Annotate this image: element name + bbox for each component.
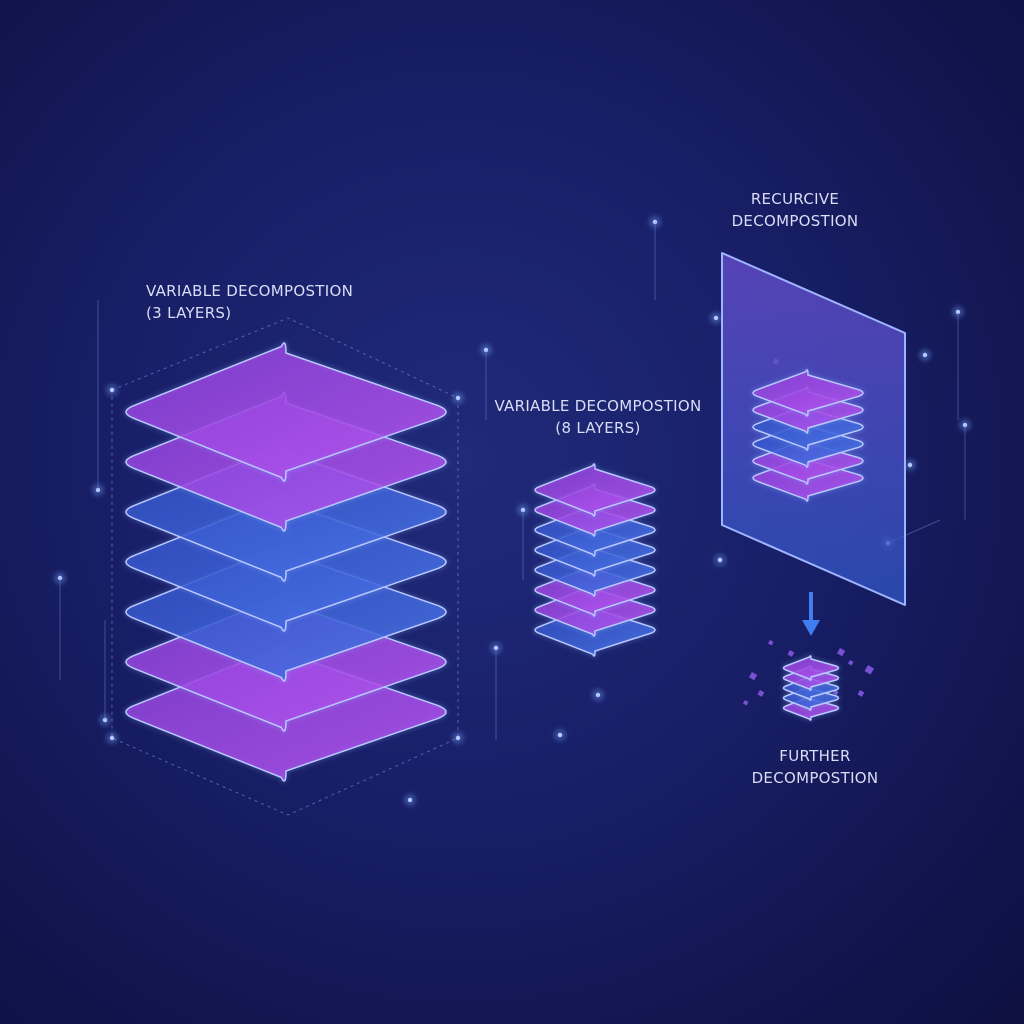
layer-sheet bbox=[782, 655, 840, 681]
layer-sheet bbox=[125, 342, 447, 482]
label-line: DECOMPOSTION bbox=[731, 212, 859, 230]
sparkle-glow bbox=[490, 642, 502, 654]
fragment-square bbox=[837, 648, 846, 657]
label-further-decomposition: FURTHER DECOMPOSTION bbox=[735, 745, 895, 789]
sparkle-glow bbox=[92, 484, 104, 496]
label-recursive-decomposition: RECURCIVE DECOMPOSTION bbox=[715, 188, 875, 232]
sparkle-glow bbox=[480, 344, 492, 356]
label-line: (3 LAYERS) bbox=[146, 304, 232, 322]
fragment-square bbox=[864, 664, 875, 675]
fragment-square bbox=[787, 650, 795, 657]
label-line: DECOMPOSTION bbox=[751, 769, 879, 787]
sparkle-glow bbox=[99, 714, 111, 726]
sparkle-glow bbox=[54, 572, 66, 584]
sparkle-glow bbox=[714, 554, 726, 566]
sparkle-glow bbox=[952, 306, 964, 318]
fragment-square bbox=[749, 672, 758, 681]
label-variable-3-layers: VARIABLE DECOMPOSTION (3 LAYERS) bbox=[146, 280, 353, 324]
sparkle-glow bbox=[517, 504, 529, 516]
fragment-square bbox=[857, 690, 865, 697]
sparkle-glow bbox=[404, 794, 416, 806]
sparkle-glow bbox=[649, 216, 661, 228]
sparkle-glow bbox=[452, 732, 464, 744]
bounding-outline bbox=[111, 317, 459, 816]
sparkle-glow bbox=[959, 419, 971, 431]
fragment-square bbox=[848, 660, 854, 666]
label-line: (8 LAYERS) bbox=[555, 419, 641, 437]
arrow-down-icon bbox=[802, 592, 820, 636]
small-stack bbox=[782, 654, 840, 722]
label-line: VARIABLE DECOMPOSTION bbox=[146, 282, 354, 300]
sparkle-glow bbox=[904, 459, 916, 471]
sparkle-glow bbox=[710, 312, 722, 324]
layer-sheet bbox=[752, 369, 864, 417]
inset-stack bbox=[751, 368, 865, 503]
sparkle-glow bbox=[554, 729, 566, 741]
label-variable-8-layers: VARIABLE DECOMPOSTION (8 LAYERS) bbox=[478, 395, 718, 439]
medium-stack bbox=[533, 462, 657, 658]
sparkle-glow bbox=[919, 349, 931, 361]
fragment-square bbox=[757, 690, 765, 697]
sparkle-glow bbox=[452, 392, 464, 404]
label-line: RECURCIVE bbox=[750, 190, 840, 208]
label-line: VARIABLE DECOMPOSTION bbox=[494, 397, 702, 415]
layer-sheet bbox=[534, 463, 656, 517]
sparkle-glow bbox=[106, 384, 118, 396]
sparkle-glow bbox=[106, 732, 118, 744]
large-stack bbox=[124, 341, 448, 783]
sparkle-glow bbox=[592, 689, 604, 701]
fragment-square bbox=[768, 640, 774, 646]
fragment-square bbox=[743, 700, 749, 706]
label-line: FURTHER bbox=[779, 747, 851, 765]
